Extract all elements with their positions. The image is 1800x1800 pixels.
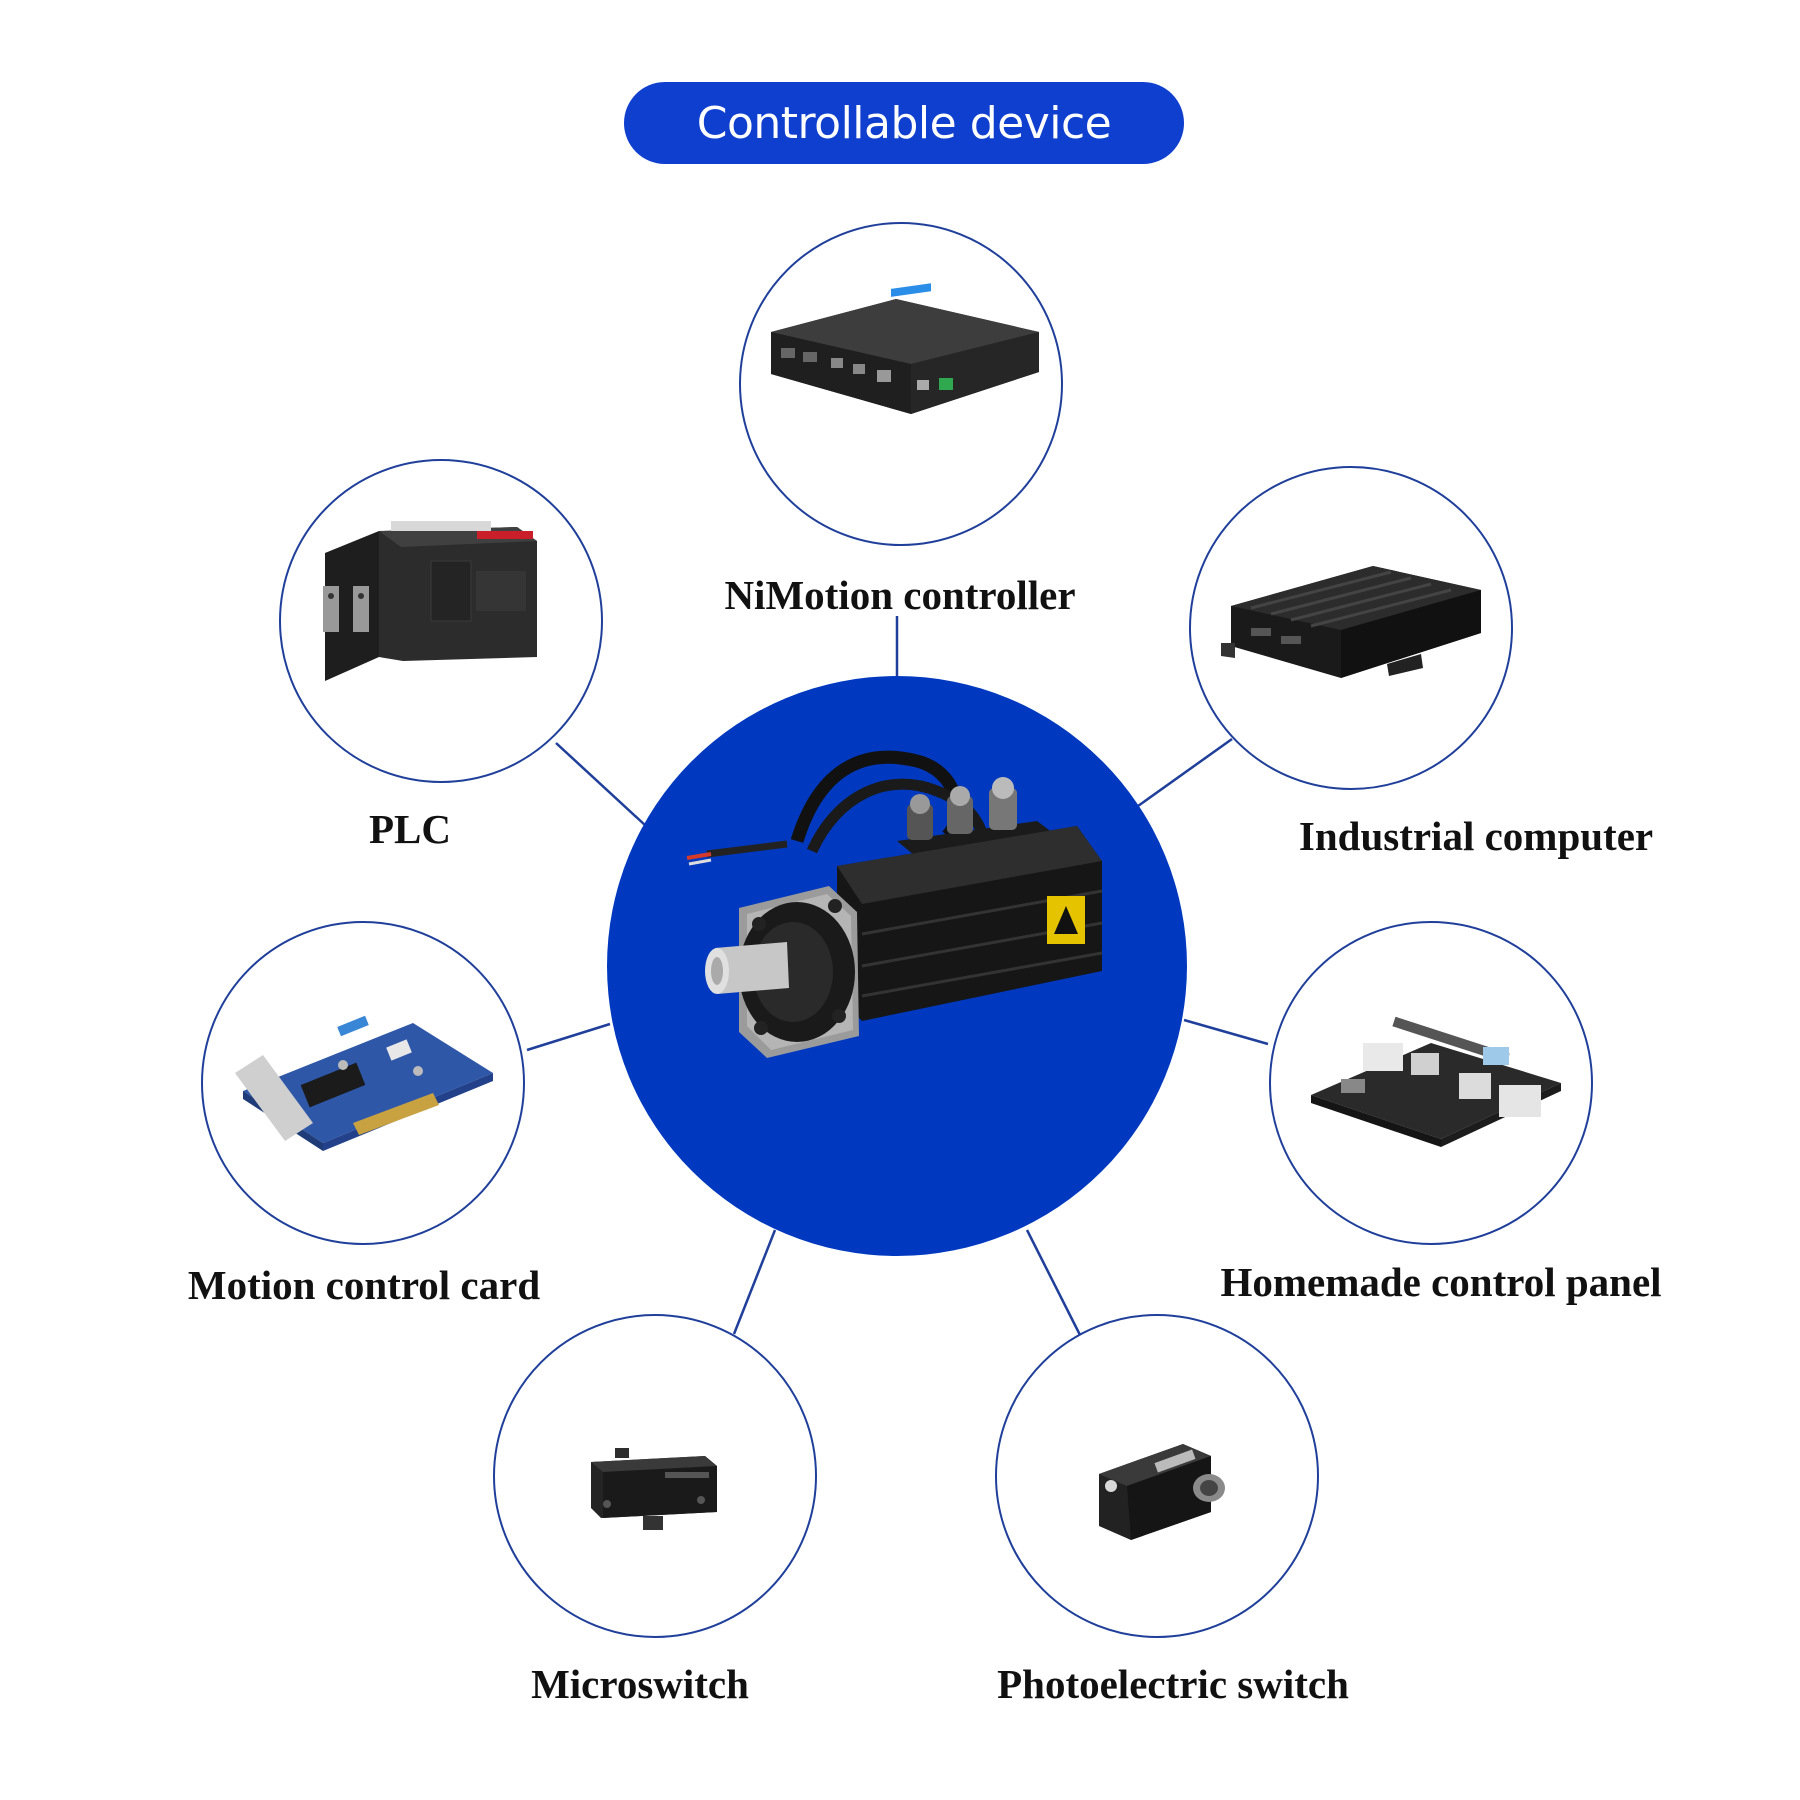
plc-icon [323,521,537,681]
label-photoelectric-switch: Photoelectric switch [997,1661,1349,1707]
connector-control-panel [1183,1018,1269,1046]
node-motion-control-card [201,921,525,1245]
photoelectric-sensor-icon [1099,1444,1225,1540]
center-hub [607,676,1187,1256]
title-pill: Controllable device [624,82,1184,164]
node-industrial-computer [1189,466,1513,790]
label-homemade-control-panel: Homemade control panel [1220,1259,1662,1305]
node-microswitch [493,1314,817,1638]
servo-motor-icon [686,750,1103,1058]
node-nimotion-controller [739,222,1063,546]
control-board-icon [1311,1016,1561,1147]
industrial-computer-icon [1221,566,1481,678]
node-plc [279,459,603,783]
connector-plc [555,742,647,827]
label-plc: PLC [369,806,451,852]
label-motion-control-card: Motion control card [187,1262,541,1308]
motion-card-icon [235,1015,493,1151]
connector-photoelectric [1025,1229,1082,1336]
label-industrial-computer: Industrial computer [1298,813,1654,859]
node-homemade-control-panel [1269,921,1593,1245]
label-microswitch: Microswitch [531,1661,749,1707]
node-photoelectric-switch [995,1314,1319,1638]
controller-box-icon [771,283,1039,414]
page-title: Controllable device [696,97,1112,149]
label-nimotion-controller: NiMotion controller [724,572,1076,618]
connector-industrial-computer [1137,737,1233,808]
microswitch-icon [591,1448,717,1530]
connector-motion-card [526,1022,611,1052]
connector-microswitch [732,1229,777,1335]
